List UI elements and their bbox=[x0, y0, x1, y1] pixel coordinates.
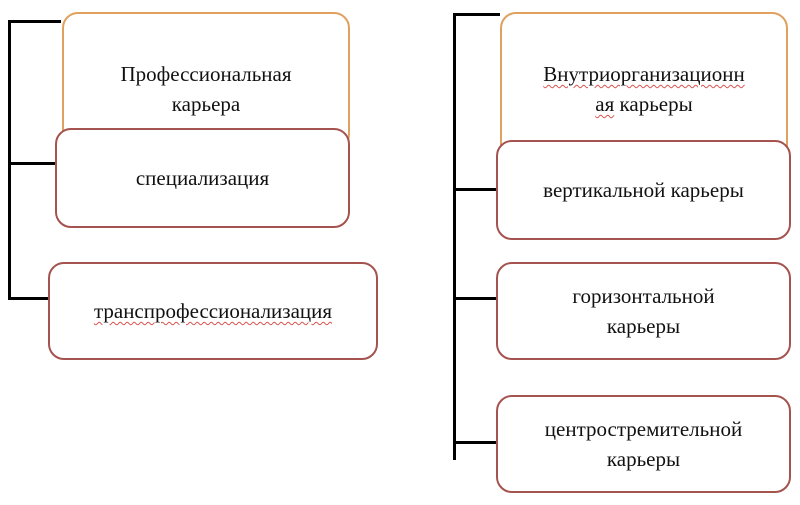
vertical-career-box: вертикальной карьеры bbox=[496, 140, 791, 240]
specialization-box: специализация bbox=[55, 128, 350, 228]
left-bracket-tick-transprof bbox=[8, 297, 61, 300]
horizontal-career-box: горизонтальной карьеры bbox=[496, 262, 791, 360]
intraorganizational-word-part2: ая bbox=[595, 92, 615, 116]
professional-career-box: Профессиональная карьера bbox=[62, 12, 350, 150]
right-bracket-top-tick bbox=[453, 13, 500, 16]
vertical-career-label: вертикальной карьеры bbox=[543, 178, 744, 202]
left-bracket-tick-specialization bbox=[8, 162, 61, 165]
right-bracket-tick-centripetal bbox=[453, 441, 500, 444]
right-bracket-tick-vertical bbox=[453, 188, 500, 191]
left-bracket-vertical bbox=[8, 20, 11, 300]
transprofessionalization-box: транспрофессионализация bbox=[48, 262, 378, 360]
horizontal-career-label: горизонтальной карьеры bbox=[572, 284, 715, 338]
intraorganizational-word-part3: карьеры bbox=[614, 92, 693, 116]
right-bracket-vertical bbox=[453, 13, 456, 460]
specialization-label: специализация bbox=[135, 166, 270, 190]
intraorganizational-career-box: Внутриорганизационн ая карьеры bbox=[500, 12, 788, 162]
intraorganizational-word-part1: Внутриорганизационн bbox=[543, 62, 745, 86]
right-bracket-tick-horizontal bbox=[453, 297, 500, 300]
centripetal-career-label: центростремительной карьеры bbox=[544, 417, 743, 471]
professional-career-label: Профессиональная карьера bbox=[120, 62, 292, 116]
intraorganizational-career-label: Внутриорганизационн ая карьеры bbox=[543, 59, 744, 119]
transprofessionalization-label: транспрофессионализация bbox=[93, 299, 333, 323]
centripetal-career-box: центростремительной карьеры bbox=[496, 395, 791, 493]
left-bracket-top-tick bbox=[8, 20, 61, 23]
